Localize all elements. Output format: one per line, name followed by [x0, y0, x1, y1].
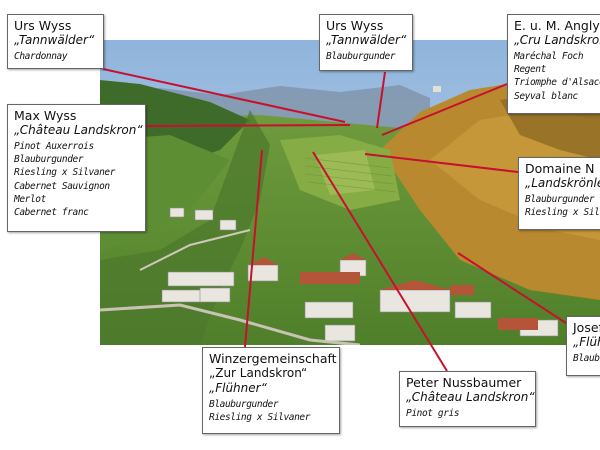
owner-name: Urs Wyss [326, 18, 384, 33]
owner-name: Domaine N [525, 161, 595, 176]
grape-variety: Blauburgunder [209, 399, 279, 410]
grape-variety: Blauburgunder [326, 51, 396, 62]
vineyard-label-winzergemeinschaft: Winzergemeinschaft „Zur Landskron“ „Flüh… [202, 347, 340, 434]
grape-variety: Merlot [14, 193, 46, 205]
owner-name: Urs Wyss [14, 18, 72, 33]
vineyard-label-urs-wyss-chardonnay: Urs Wyss „Tannwälder“ Chardonnay [7, 14, 104, 69]
vineyard-label-angly: E. u. M. Angly „Cru Landskron Maréchal F… [507, 14, 600, 114]
grape-variety: Seyval blanc [514, 90, 578, 102]
wine-label-name: „Flühn [573, 335, 600, 349]
owner-name: Josef [573, 320, 600, 335]
vineyard-label-peter-nussbaumer: Peter Nussbaumer „Château Landskron“ Pin… [399, 371, 536, 427]
grape-variety: Maréchal Foch [514, 51, 584, 62]
vineyard-label-urs-wyss-blauburgunder: Urs Wyss „Tannwälder“ Blauburgunder [319, 14, 413, 71]
wine-label-name: „Tannwälder“ [326, 33, 407, 47]
owner-name: Winzergemeinschaft [209, 351, 337, 366]
grape-variety: Blauburgunder [14, 154, 84, 166]
grape-variety: Riesling x Silvaner [14, 167, 116, 179]
wine-label-name: „Landskrönle [525, 176, 600, 190]
grape-variety: Blaubu [573, 353, 600, 364]
vineyard-label-josef: Josef „Flühn Blaubu [566, 316, 600, 376]
grape-variety: Triomphe d'Alsace [514, 77, 600, 89]
grape-variety: Blauburgunder [525, 194, 595, 205]
grape-variety: Cabernet franc [14, 207, 89, 219]
wine-label-name: „Tannwälder“ [14, 33, 95, 47]
vineyard-label-domaine: Domaine N „Landskrönle Blauburgunder Rie… [518, 157, 600, 230]
grape-variety: Riesling x Silvane [525, 207, 600, 219]
wine-label-name: „Château Landskron“ [14, 123, 143, 137]
owner-name: Max Wyss [14, 108, 77, 123]
grape-variety: Regent [514, 64, 546, 76]
grape-variety: Pinot gris [406, 408, 460, 419]
wine-label-name: „Zur Landskron“ [209, 366, 308, 380]
grape-variety: Pinot Auxerrois [14, 141, 94, 152]
owner-name: Peter Nussbaumer [406, 375, 522, 390]
wine-label-name-secondary: „Flühner“ [209, 381, 267, 395]
wine-label-name: „Cru Landskron [514, 33, 600, 47]
vineyard-label-max-wyss: Max Wyss „Château Landskron“ Pinot Auxer… [7, 104, 146, 232]
grape-variety: Cabernet Sauvignon [14, 180, 110, 192]
wine-label-name: „Château Landskron“ [406, 390, 535, 404]
grape-variety: Chardonnay [14, 51, 68, 62]
grape-variety: Riesling x Silvaner [209, 412, 311, 424]
owner-name: E. u. M. Angly [514, 18, 600, 33]
